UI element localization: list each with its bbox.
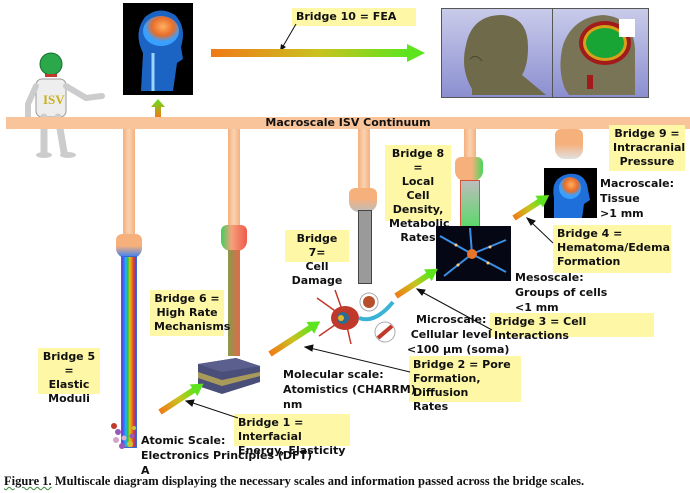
- bridge-7-arm: [358, 129, 370, 191]
- head-surface-icon: [464, 15, 546, 95]
- bridge-7-hand: [349, 188, 377, 212]
- bridge-4-arrow: [512, 195, 550, 221]
- bridge-5-hand: [116, 234, 142, 258]
- bridge-5-arm: [123, 129, 135, 239]
- macroscale-brain-image: [123, 3, 193, 95]
- bridge-3-label: Bridge 3 = Cell Interactions: [490, 313, 654, 342]
- bridge-6-label: Bridge 6 = High Rate Mechanisms: [150, 290, 230, 336]
- figure-number: Figure 1.: [4, 474, 52, 488]
- bridge-7-label: Bridge 7= Cell Damage: [285, 230, 349, 287]
- atomic-molecule-image: [110, 422, 138, 452]
- bridge-4-label: Bridge 4 = Hematoma/Edema Formation: [553, 225, 671, 273]
- fea-head-model-image: [441, 8, 690, 98]
- bridge-6-arm: [228, 129, 240, 229]
- macroscale-label: Macroscale: Tissue >1 mm: [600, 177, 674, 220]
- fea-arrow: [211, 44, 425, 62]
- caption-text: Multiscale diagram displaying the necess…: [51, 474, 585, 488]
- lipid-membrane-icon: [198, 358, 260, 394]
- bridge-2-label: Bridge 2 = Pore Formation, Diffusion Rat…: [409, 356, 521, 413]
- molecular-membrane-image: [196, 356, 262, 396]
- molecular-scale-label: Molecular scale: Atomistics (CHARRM) nm: [283, 368, 416, 411]
- macroscale-isv-continuum-bar: Macroscale ISV Continuum: [6, 116, 690, 129]
- elastic-moduli-rainbow-rod: [121, 256, 137, 448]
- bridge-3-arrow: [394, 268, 438, 299]
- continuum-label: Macroscale ISV Continuum: [265, 116, 431, 129]
- robot-chest-logo: ISV: [43, 92, 65, 107]
- mesoscale-neurons-image: [436, 226, 511, 281]
- fea-head-section-panel: [552, 8, 649, 98]
- bridge-8-label: Bridge 8 = Local Cell Density, Metabolic…: [385, 145, 451, 244]
- brain-skeleton-icon: [138, 10, 183, 92]
- high-rate-rod: [228, 250, 240, 356]
- atomic-scale-label: Atomic Scale: Electronics Principles (DF…: [141, 434, 313, 477]
- cell-damage-rod: [358, 210, 372, 284]
- mesoscale-label: Mesoscale: Groups of cells <1 mm: [515, 271, 608, 314]
- bridge-9-label: Bridge 9 = Intracranial Pressure: [609, 125, 685, 171]
- microscale-neuron-cell-image: [315, 288, 400, 346]
- fea-head-surface-panel: [441, 8, 554, 98]
- microscale-label: Microscale: Cellular level <100 µm (soma…: [407, 313, 510, 356]
- head-section-icon: [560, 15, 635, 95]
- neuron-network-icon: [439, 227, 507, 277]
- macroscale-tissue-image: [544, 168, 597, 218]
- head-brain-icon: [553, 173, 590, 218]
- bridge-2-arrow: [268, 321, 321, 357]
- bridge-5-label: Bridge 5 = Elastic Moduli: [38, 348, 100, 405]
- bridge-1-arrow: [158, 383, 204, 415]
- bridge-9-hand: [555, 129, 583, 159]
- up-arrow-icon: [151, 99, 165, 117]
- bridge-10-label: Bridge 10 = FEA: [292, 8, 416, 26]
- bridge-6-hand: [221, 225, 247, 251]
- bridge-8-hand: [455, 157, 483, 181]
- bridge-1-label: Bridge 1 = Interfacial Energy, Elasticit…: [234, 414, 350, 457]
- neuron-cell-icon: [316, 289, 396, 345]
- figure-caption: Figure 1. Multiscale diagram displaying …: [4, 474, 584, 489]
- bridge-8-arm: [464, 129, 476, 159]
- molecule-icon: [111, 423, 136, 449]
